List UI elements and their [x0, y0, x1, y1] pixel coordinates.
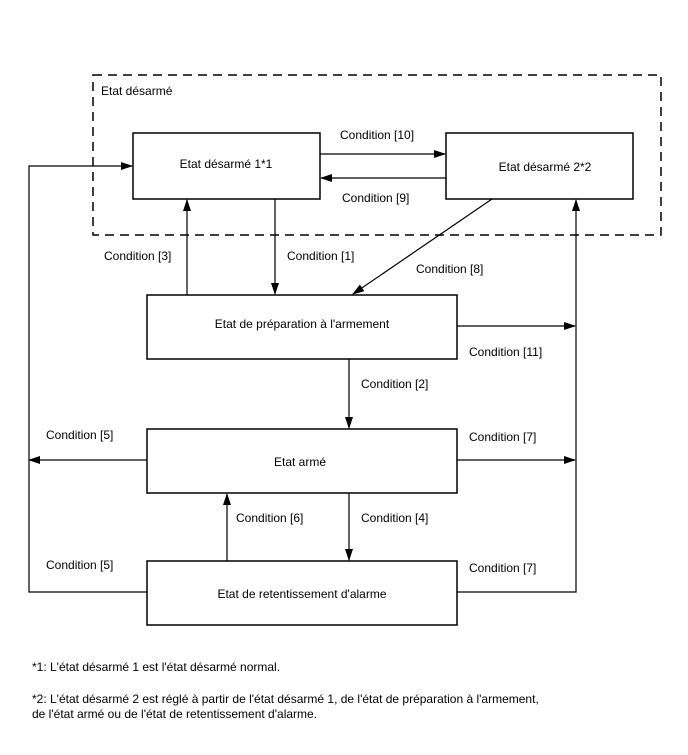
state-disarmed-2-box — [445, 132, 634, 200]
state-disarmed-1-label: Etat désarmé 1*1 — [180, 157, 273, 171]
footnote-2-line-2: de l'état armé ou de l'état de retentiss… — [32, 707, 318, 721]
state-alarm-label: Etat de retentissement d'alarme — [217, 587, 386, 601]
label-condition-4: Condition [4] — [361, 511, 428, 525]
label-condition-10: Condition [10] — [340, 128, 414, 142]
label-condition-7-armed: Condition [7] — [469, 430, 536, 444]
footnote-2-line-1: *2: L'état désarmé 2 est réglé à partir … — [32, 692, 539, 706]
state-disarmed-1: Etat désarmé 1*1 — [132, 132, 321, 200]
state-preparation-box — [146, 294, 458, 360]
arrow-condition-5-alarm — [28, 162, 147, 593]
footnote-1: *1: L'état désarmé 1 est l'état désarmé … — [32, 660, 281, 674]
state-preparation-label: Etat de préparation à l'armement — [215, 317, 390, 331]
label-condition-8: Condition [8] — [416, 262, 483, 276]
state-disarmed-1-box — [132, 132, 321, 200]
label-condition-5-alarm: Condition [5] — [46, 558, 113, 572]
state-alarm-box — [146, 560, 458, 626]
state-armed: Etat armé — [146, 428, 458, 494]
state-disarmed-2-label: Etat désarmé 2*2 — [499, 160, 592, 174]
label-condition-9: Condition [9] — [342, 191, 409, 205]
state-preparation: Etat de préparation à l'armement — [146, 294, 458, 360]
label-condition-3: Condition [3] — [104, 249, 171, 263]
state-armed-box — [146, 428, 458, 494]
state-armed-label: Etat armé — [274, 455, 326, 469]
arrow-condition-7-alarm — [457, 199, 580, 593]
label-condition-1: Condition [1] — [287, 249, 354, 263]
label-condition-7-alarm: Condition [7] — [469, 561, 536, 575]
disarmed-group-label: Etat désarmé — [101, 84, 173, 98]
arrow-condition-8 — [352, 198, 493, 295]
disarmed-group-boundary — [92, 74, 662, 236]
label-condition-5-armed: Condition [5] — [46, 428, 113, 442]
state-disarmed-2: Etat désarmé 2*2 — [445, 132, 634, 200]
state-alarm: Etat de retentissement d'alarme — [146, 560, 458, 626]
label-condition-6: Condition [6] — [236, 511, 303, 525]
label-condition-11: Condition [11] — [469, 345, 542, 359]
label-condition-2: Condition [2] — [361, 377, 428, 391]
